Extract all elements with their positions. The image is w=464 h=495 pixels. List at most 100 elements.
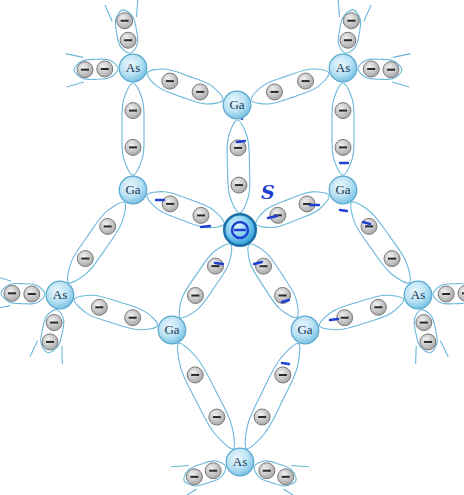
electron <box>187 367 203 383</box>
electron <box>231 177 247 193</box>
dangling-bond <box>440 341 448 357</box>
atom-outline <box>223 213 257 247</box>
dangling-bond <box>283 489 298 495</box>
hand-dash <box>215 263 223 264</box>
hand-dash <box>282 363 289 364</box>
electron <box>117 13 133 29</box>
hand-dash <box>363 222 370 224</box>
dangling-bond <box>41 310 64 353</box>
covalent-bond <box>179 244 232 318</box>
dangling-bond <box>433 283 464 303</box>
atom-circle: Ga <box>290 315 320 345</box>
dangling-bond <box>0 306 10 310</box>
dangling-bond <box>66 54 84 58</box>
covalent-bond <box>122 83 144 175</box>
dangling-bond <box>171 466 189 467</box>
electron <box>97 61 113 77</box>
electron <box>370 299 386 315</box>
atom-symbol: Ga <box>157 315 187 338</box>
electron <box>254 409 270 425</box>
hand-dash <box>330 319 338 320</box>
dangling-bond <box>0 276 11 281</box>
dangling-bond <box>254 461 296 486</box>
dangling-bond <box>30 341 38 357</box>
electron <box>298 73 314 89</box>
dangling-bond <box>181 489 196 495</box>
covalent-bond <box>147 69 223 104</box>
electron <box>343 13 359 29</box>
covalent-bond <box>227 120 250 213</box>
electron <box>278 469 294 485</box>
electron <box>77 62 93 78</box>
covalent-bond <box>351 202 411 283</box>
atom-circle: As <box>45 280 75 310</box>
atom-symbol: Ga <box>118 175 148 198</box>
atom-symbol: Ga <box>290 315 320 338</box>
dangling-bond <box>137 0 138 17</box>
dangling-bond <box>414 310 437 353</box>
hand-dash <box>201 226 210 227</box>
covalent-bond <box>245 343 300 448</box>
electron <box>125 103 141 119</box>
electron <box>162 73 178 89</box>
electron <box>100 218 116 234</box>
atom-symbol: As <box>403 280 433 303</box>
dangling-bond <box>184 461 226 486</box>
hand-dash <box>282 300 289 302</box>
atom-symbol: As <box>118 53 148 76</box>
atom-circle: Ga <box>222 90 252 120</box>
atom-circle: As <box>328 53 358 83</box>
electron <box>46 315 62 331</box>
electron <box>209 409 225 425</box>
atom-symbol: Ga <box>328 175 358 198</box>
dangling-bond <box>364 5 371 21</box>
atom-symbol: As <box>45 280 75 303</box>
covalent-bond <box>67 202 125 283</box>
electron <box>207 258 223 274</box>
hand-dash <box>254 262 262 264</box>
electron <box>275 367 291 383</box>
dangling-bond <box>115 10 138 53</box>
atom-circle: As <box>403 280 433 310</box>
electron <box>256 258 272 274</box>
electron <box>77 251 93 267</box>
covalent-bond <box>251 69 329 104</box>
dangling-bond <box>338 10 361 53</box>
handwritten-label: S <box>261 181 275 203</box>
atom-circle: As <box>225 447 255 477</box>
dangling-bond <box>61 346 63 364</box>
hand-dash <box>340 210 347 211</box>
electron <box>4 285 20 301</box>
dangling-bond <box>393 54 411 58</box>
dangling-bond <box>415 346 417 364</box>
electron <box>186 469 202 485</box>
atom-symbol: As <box>328 53 358 76</box>
atom-circle: Ga <box>328 175 358 205</box>
electron <box>193 207 209 223</box>
hand-dash <box>268 216 277 218</box>
atom-circle: Ga <box>157 315 187 345</box>
dangling-bond <box>392 82 409 87</box>
covalent-bond <box>332 83 354 175</box>
electron <box>384 251 400 267</box>
electron <box>335 103 351 119</box>
electron <box>275 287 291 303</box>
dangling-bond <box>67 82 84 87</box>
dangling-bond <box>338 0 339 17</box>
electron <box>125 139 141 155</box>
electron <box>458 285 464 301</box>
electron <box>24 286 40 302</box>
electron <box>337 310 353 326</box>
dopant-atom: S <box>223 213 257 247</box>
electron <box>266 84 282 100</box>
electron <box>42 334 58 350</box>
dangling-bond <box>1 283 45 303</box>
atom-symbol: Ga <box>222 90 252 113</box>
electron <box>361 218 377 234</box>
atom-circle: Ga <box>118 175 148 205</box>
electron <box>91 299 107 315</box>
hand-dash <box>237 141 245 142</box>
hand-dash <box>156 199 164 201</box>
